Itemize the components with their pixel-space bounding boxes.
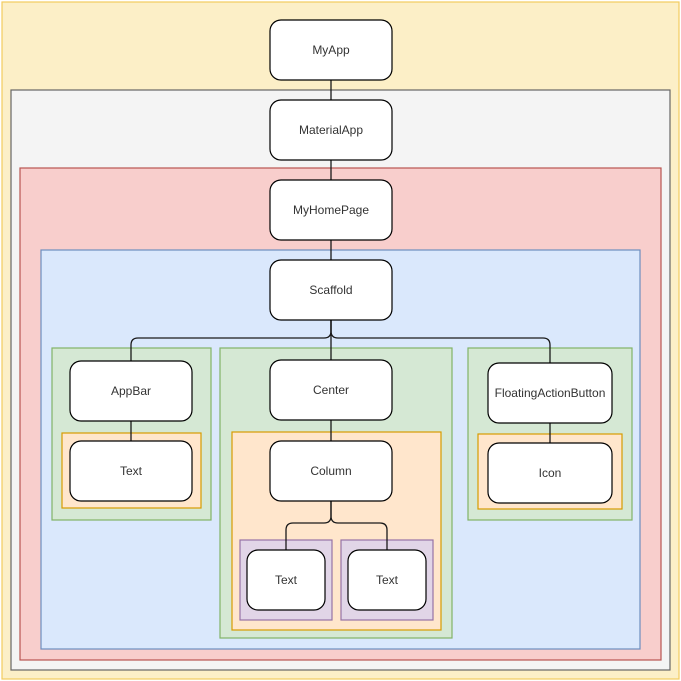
node-floatingactionbutton-box[interactable] — [487, 362, 613, 424]
node-column-box[interactable] — [269, 440, 393, 502]
node-column[interactable]: Column — [269, 440, 393, 502]
node-appbar-box[interactable] — [69, 360, 193, 422]
node-column-text-1[interactable]: Text — [246, 549, 326, 611]
node-appbar[interactable]: AppBar — [69, 360, 193, 422]
node-center-box[interactable] — [269, 359, 393, 421]
node-scaffold-box[interactable] — [269, 259, 393, 321]
node-myapp[interactable]: MyApp — [269, 19, 393, 81]
node-center[interactable]: Center — [269, 359, 393, 421]
node-scaffold[interactable]: Scaffold — [269, 259, 393, 321]
widget-nodes-layer: MyAppMaterialAppMyHomePageScaffoldAppBar… — [69, 19, 613, 611]
edge-scaffold-fab — [330, 319, 551, 364]
node-appbar-text-box[interactable] — [69, 440, 193, 502]
node-floatingactionbutton[interactable]: FloatingActionButton — [487, 362, 613, 424]
edge-column-text2 — [330, 500, 388, 551]
connector-edges-layer — [130, 79, 551, 551]
node-icon[interactable]: Icon — [487, 442, 613, 504]
node-myhomepage-box[interactable] — [269, 179, 393, 241]
node-column-text-1-box[interactable] — [246, 549, 326, 611]
node-myhomepage[interactable]: MyHomePage — [269, 179, 393, 241]
node-materialapp[interactable]: MaterialApp — [269, 99, 393, 161]
node-appbar-text[interactable]: Text — [69, 440, 193, 502]
node-materialapp-box[interactable] — [269, 99, 393, 161]
node-column-text-2-box[interactable] — [347, 549, 427, 611]
node-icon-box[interactable] — [487, 442, 613, 504]
node-myapp-box[interactable] — [269, 19, 393, 81]
edge-column-text1 — [285, 500, 332, 551]
node-column-text-2[interactable]: Text — [347, 549, 427, 611]
